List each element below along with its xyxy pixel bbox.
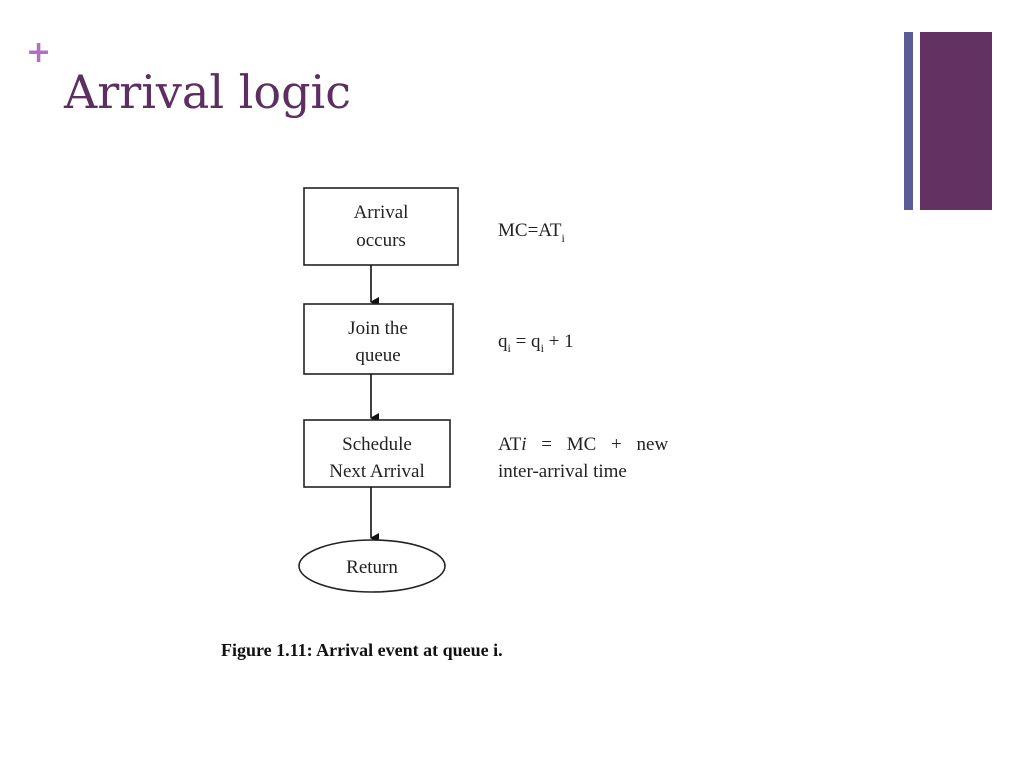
step-3-line-2: Next Arrival [329,461,425,482]
step-1-line-2: occurs [356,230,406,251]
note-3-italic: i [521,434,526,455]
step-2-line-2: queue [355,345,400,366]
terminal-return [298,539,446,593]
decorative-thin-bar [904,32,913,210]
step-1-line-1: Arrival [354,202,409,223]
decorative-thick-bar [920,32,992,210]
note-step-2: qi = qi + 1 [498,331,574,355]
note-1-subscript: i [562,231,566,245]
note-step-3-line-2: inter-arrival time [498,461,627,482]
slide-title: Arrival logic [64,65,351,119]
step-box-join-queue [303,303,454,375]
note-3-at: AT [498,434,522,455]
terminal-label: Return [346,557,398,578]
note-3-rest: = MC + new [527,434,669,455]
note-step-1: MC=ATi [498,220,566,245]
note-2-q: q [498,331,508,352]
step-3-line-1: Schedule [342,434,412,455]
step-2-line-1: Join the [348,318,408,339]
note-2-tail: + 1 [544,331,574,352]
note-2-sub-b: i [541,341,545,355]
step-box-arrival-occurs [303,187,459,266]
note-2-sub-a: i [508,341,512,355]
note-1-main: MC=AT [498,220,562,241]
note-step-3-line-1: ATi = MC + new [498,434,668,455]
note-2-mid: = q [511,331,541,352]
bullet-plus: + [26,35,52,70]
step-box-schedule-next-arrival [303,419,451,488]
figure-caption: Figure 1.11: Arrival event at queue i. [221,640,503,660]
